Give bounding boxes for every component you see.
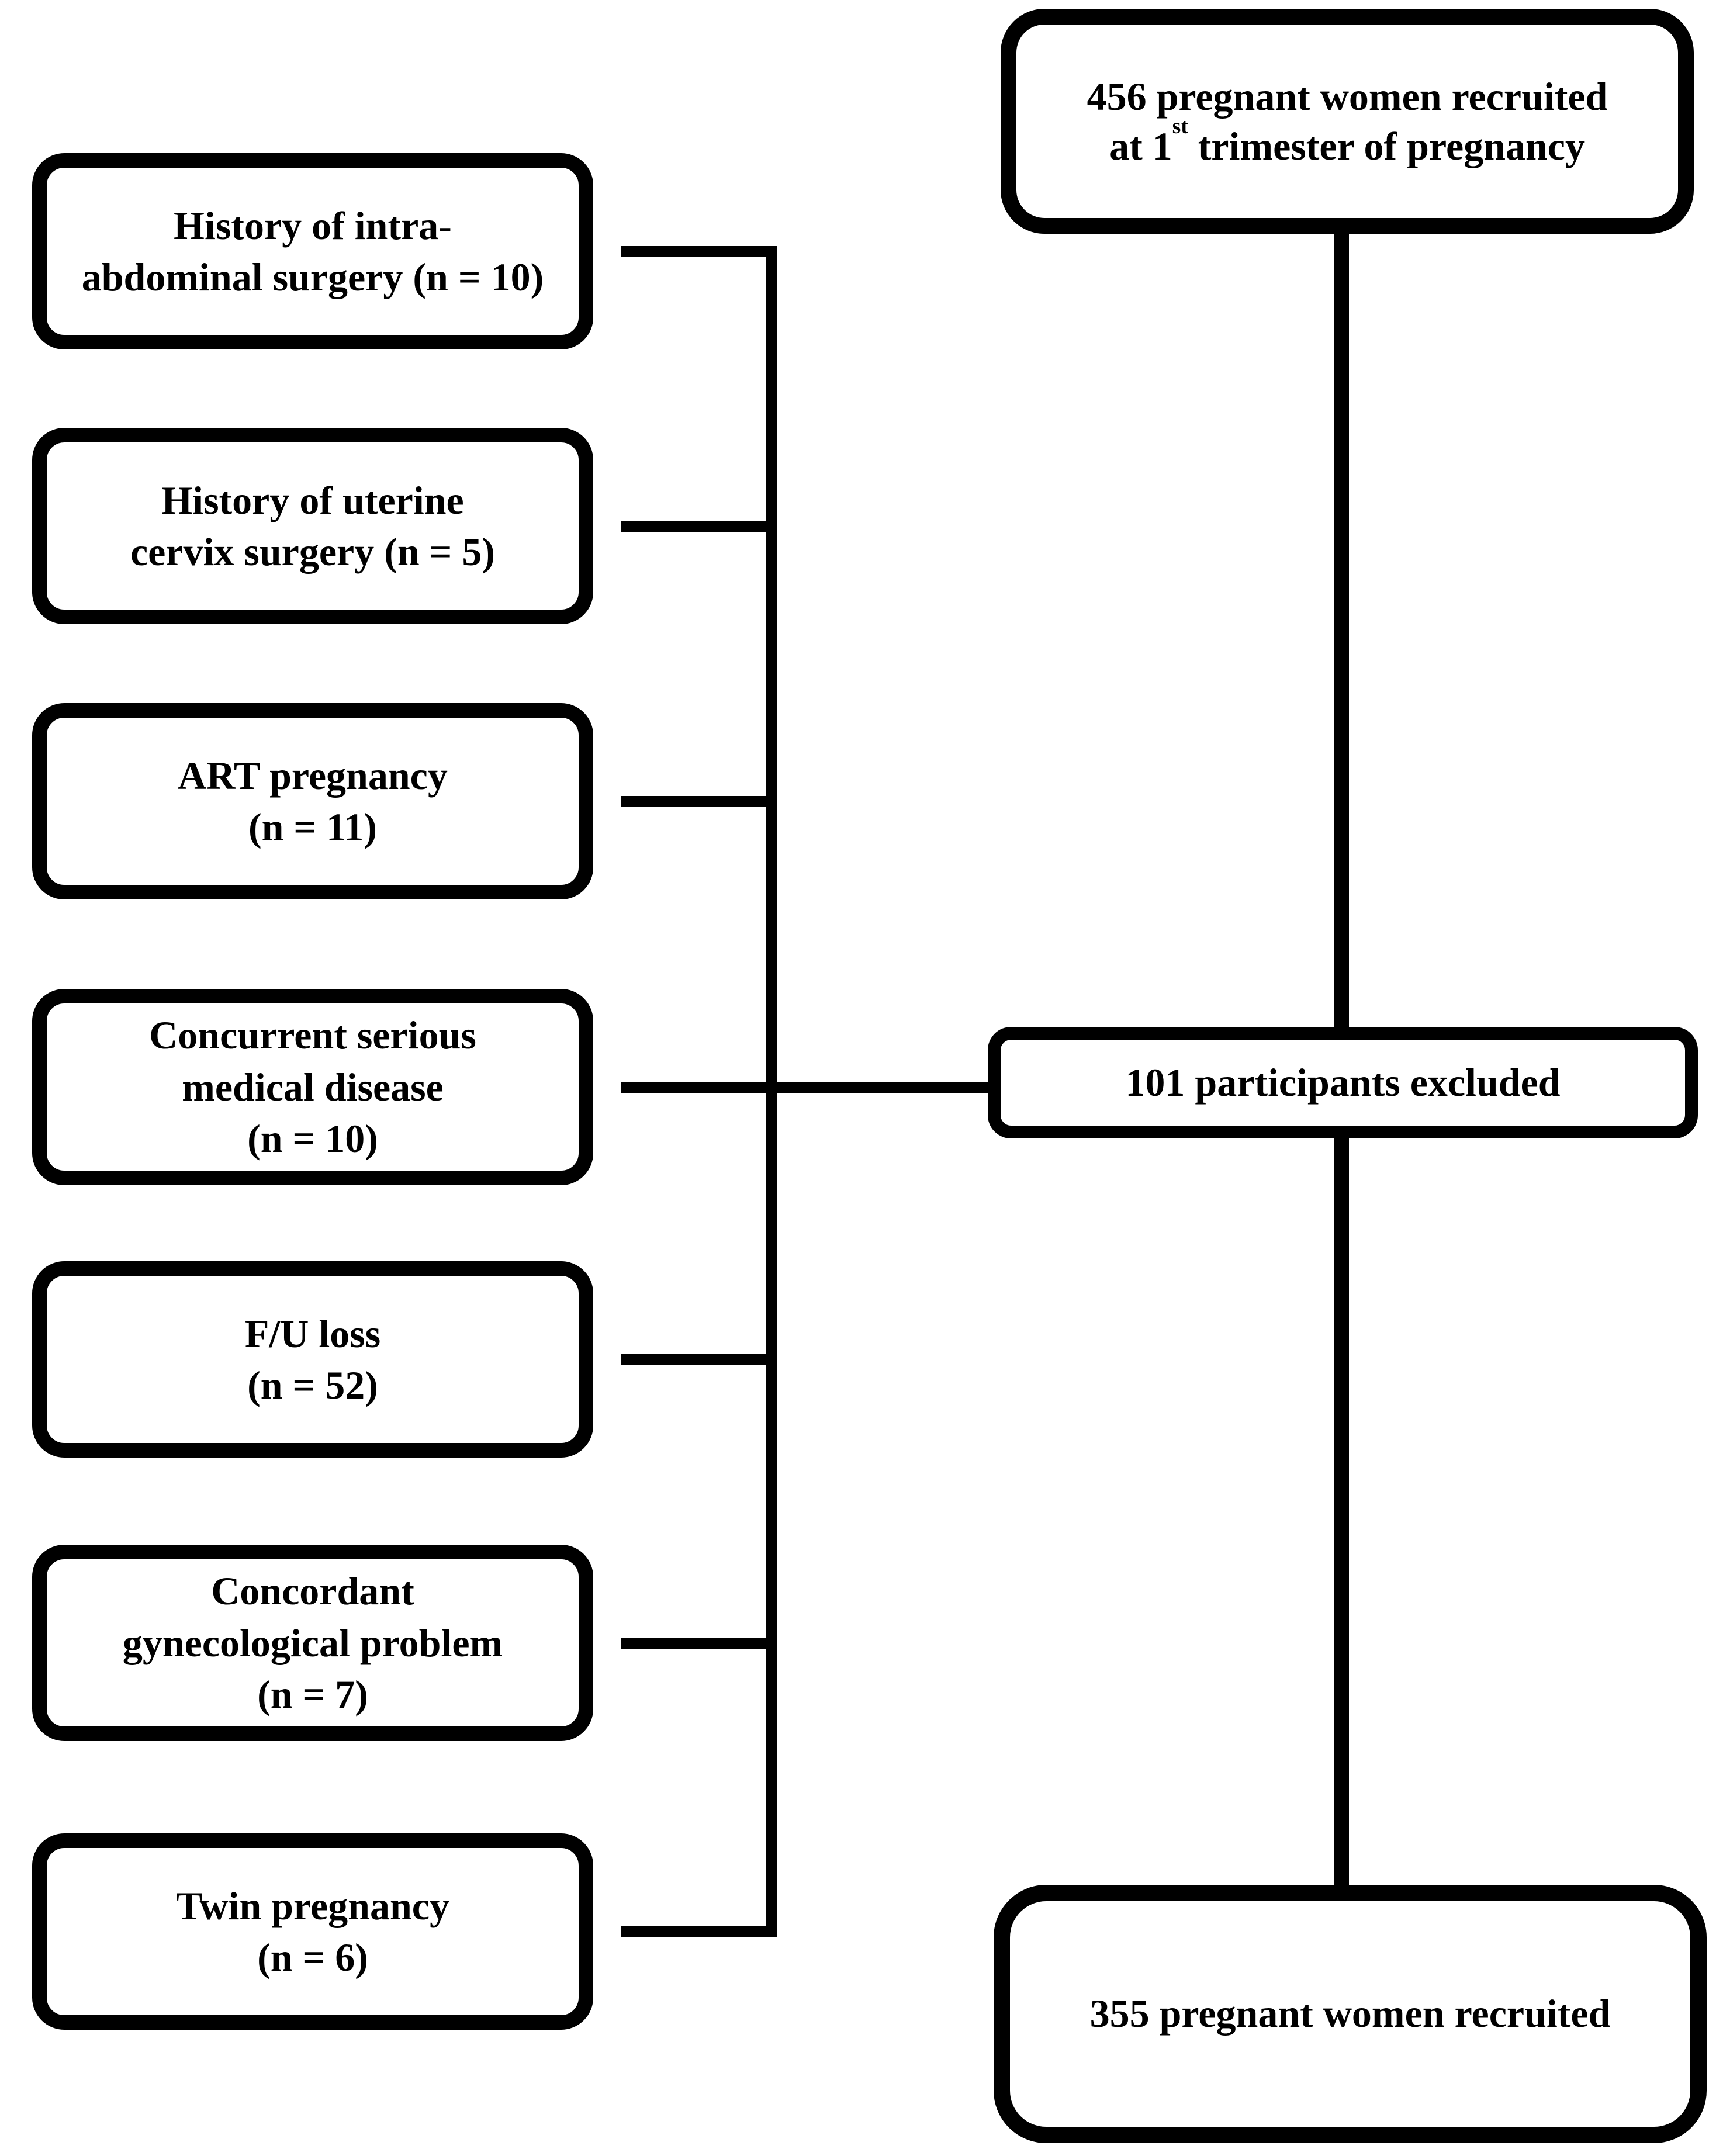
connector-gynecological-line (621, 1638, 777, 1649)
excluded-text: 101 participants excluded (1125, 1060, 1561, 1105)
connector-excluded-line (621, 1082, 997, 1093)
exclusion-text-line: Twin pregnancy (176, 1883, 449, 1928)
exclusion-text-line: (n = 11) (248, 805, 378, 849)
exclusion-text-line: (n = 6) (257, 1935, 368, 1979)
recruited-box: 456 pregnant women recruited at 1st trim… (1001, 9, 1694, 234)
exclusion-box-twin-pregnancy: Twin pregnancy (n = 6) (32, 1833, 593, 2030)
exclusion-text-line: abdominal surgery (n = 10) (81, 255, 544, 299)
final-recruited-text: 355 pregnant women recruited (1089, 1991, 1611, 2036)
exclusion-box-concurrent-serious-medical-disease: Concurrent serious medical disease (n = … (32, 989, 593, 1185)
connector-intra-abdominal-line (621, 246, 777, 257)
exclusion-box-uterine-cervix-surgery: History of uterine cervix surgery (n = 5… (32, 428, 593, 624)
exclusion-text-line: (n = 52) (247, 1363, 378, 1407)
excluded-box: 101 participants excluded (988, 1027, 1698, 1138)
exclusion-text-line: gynecological problem (122, 1620, 503, 1665)
exclusion-text-line: medical disease (182, 1064, 444, 1109)
exclusion-text-line: Concordant (211, 1569, 414, 1614)
connector-twin-pregnancy-line (621, 1926, 777, 1937)
exclusion-text-line: cervix surgery (n = 5) (130, 530, 496, 574)
trimester-superscript: st (1172, 115, 1188, 139)
exclusion-box-art-pregnancy: ART pregnancy (n = 11) (32, 703, 593, 899)
exclusion-box-intra-abdominal-surgery: History of intra- abdominal surgery (n =… (32, 153, 593, 349)
exclusion-text-line: ART pregnancy (178, 753, 448, 798)
exclusion-text-line: F/U loss (244, 1311, 381, 1356)
exclusion-text-line: History of uterine (161, 477, 464, 522)
connector-art-pregnancy-line (621, 796, 777, 807)
final-recruited-box: 355 pregnant women recruited (994, 1885, 1707, 2143)
exclusion-text-line: History of intra- (174, 203, 452, 248)
exclusion-text-line: (n = 7) (257, 1672, 368, 1717)
exclusion-box-concordant-gynecological-problem: Concordant gynecological problem (n = 7) (32, 1545, 593, 1741)
recruited-line1: 456 pregnant women recruited (1087, 74, 1608, 119)
exclusion-text-line: Concurrent serious (149, 1013, 476, 1058)
exclusion-box-fu-loss: F/U loss (n = 52) (32, 1261, 593, 1458)
connector-fu-loss-line (621, 1354, 777, 1365)
recruited-line2: at 1st trimester of pregnancy (1109, 115, 1585, 168)
connector-uterine-cervix-line (621, 521, 777, 532)
exclusion-text-line: (n = 10) (247, 1116, 378, 1161)
